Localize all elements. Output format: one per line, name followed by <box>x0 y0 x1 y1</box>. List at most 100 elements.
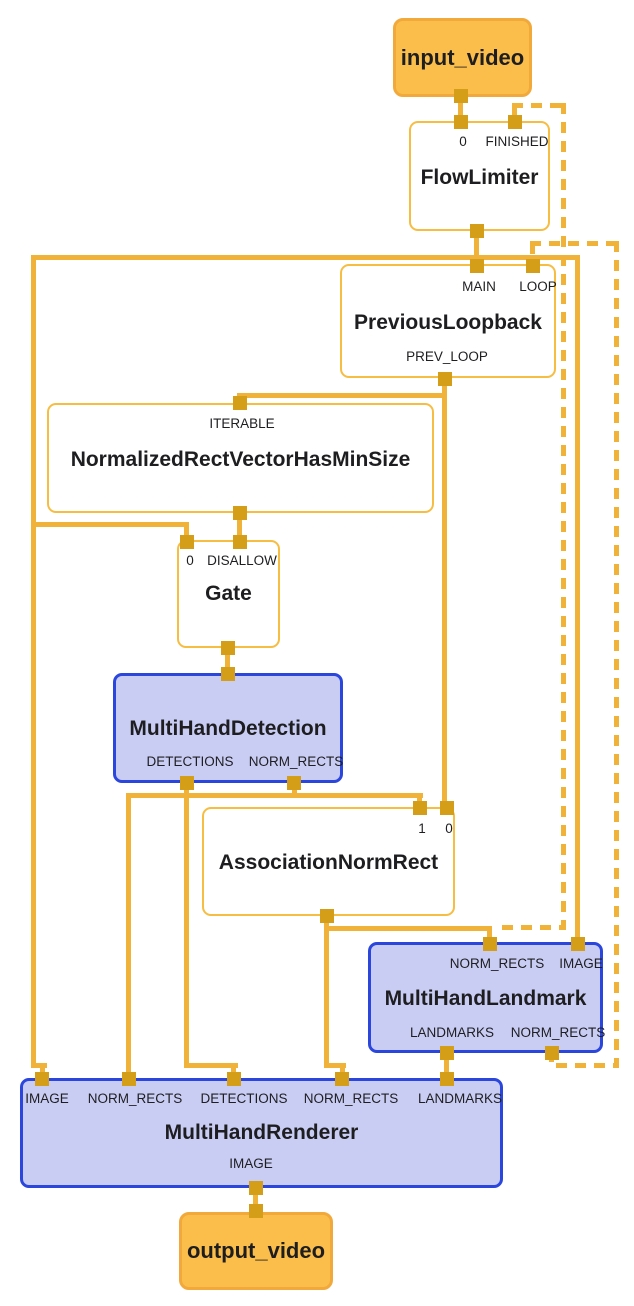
flow-limiter-title: FlowLimiter <box>420 166 539 189</box>
node-multi-hand-landmark[interactable]: NORM_RECTS IMAGE MultiHandLandmark LANDM… <box>368 942 606 1053</box>
port-minsize-out <box>233 506 247 520</box>
port-renderer-detections-in <box>227 1072 241 1086</box>
port-label-loopback-prevloop: PREV_LOOP <box>406 349 488 364</box>
edge-image-to-renderer-elbow-h <box>31 1063 47 1068</box>
node-association-norm-rect[interactable]: 1 0 AssociationNormRect <box>202 807 455 916</box>
port-flowlimiter-in0 <box>454 115 468 129</box>
edge-detections-elbow-h <box>184 1063 238 1068</box>
multi-hand-landmark-title: MultiHandLandmark <box>384 987 587 1010</box>
association-norm-rect-title: AssociationNormRect <box>218 851 439 874</box>
port-renderer-normrects2-in <box>335 1072 349 1086</box>
port-label-gate-disallow: DISALLOW <box>207 553 277 568</box>
port-landmark-landmarks-out <box>440 1046 454 1060</box>
backedge-finished-top-h <box>512 103 566 108</box>
port-loopback-main <box>470 259 484 273</box>
backedge-loop-v <box>614 241 619 1068</box>
port-label-renderer-normrects1: NORM_RECTS <box>87 1091 183 1106</box>
backedge-finished-bottom-h <box>502 925 566 930</box>
port-loopback-prevloop <box>438 372 452 386</box>
port-minsize-iterable <box>233 396 247 410</box>
multi-hand-renderer-title: MultiHandRenderer <box>164 1121 359 1144</box>
port-detection-normrects <box>287 776 301 790</box>
port-assoc-in0 <box>440 801 454 815</box>
port-renderer-normrects1-in <box>122 1072 136 1086</box>
port-renderer-image-out <box>249 1181 263 1195</box>
port-label-landmark-image-in: IMAGE <box>559 956 603 971</box>
port-label-assoc-0: 0 <box>445 821 453 836</box>
port-renderer-image-in <box>35 1072 49 1086</box>
port-label-renderer-landmarks: LANDMARKS <box>417 1091 503 1106</box>
edge-gate-to-detection <box>225 646 230 678</box>
edge-image-to-gate-h <box>31 522 189 527</box>
edge-prevloop-trunk <box>442 376 447 812</box>
port-detection-in <box>221 667 235 681</box>
port-gate-in0 <box>180 535 194 549</box>
edge-handrects-trunk <box>324 914 329 1068</box>
edge-palmrects-h <box>126 793 423 798</box>
edge-handrects-to-landmark-v <box>487 926 492 947</box>
port-label-detections-out: DETECTIONS <box>146 754 234 769</box>
edge-throttled-image-bus <box>31 255 580 260</box>
edge-renderer-to-outputvideo <box>253 1186 258 1214</box>
port-label-renderer-normrects2: NORM_RECTS <box>303 1091 399 1106</box>
edge-prevloop-to-iterable-h <box>237 393 447 398</box>
edge-palmrects-to-renderer <box>126 793 131 1081</box>
backedge-finished-v <box>561 103 566 930</box>
port-label-landmark-normrects-in: NORM_RECTS <box>449 956 545 971</box>
port-inputvideo-out <box>454 89 468 103</box>
edge-minsize-to-disallow <box>237 511 242 545</box>
port-landmark-normrects-in <box>483 937 497 951</box>
port-flowlimiter-out <box>470 224 484 238</box>
port-label-flowlimiter-0: 0 <box>459 134 467 149</box>
port-gate-disallow <box>233 535 247 549</box>
port-loopback-loop <box>526 259 540 273</box>
port-landmark-image-in <box>571 937 585 951</box>
port-flowlimiter-finished <box>508 115 522 129</box>
port-label-renderer-image-in: IMAGE <box>25 1091 69 1106</box>
edge-handrects-to-landmark-h <box>324 926 492 931</box>
port-label-gate-0: 0 <box>186 553 194 568</box>
node-previous-loopback[interactable]: MAIN LOOP PreviousLoopback PREV_LOOP <box>340 264 557 378</box>
node-output-video[interactable]: output_video <box>179 1212 333 1290</box>
backedge-loop-bottom-h <box>556 1063 619 1068</box>
port-assoc-in1 <box>413 801 427 815</box>
port-label-flowlimiter-finished: FINISHED <box>485 134 549 149</box>
normalized-rect-title: NormalizedRectVectorHasMinSize <box>70 448 411 471</box>
output-video-label: output_video <box>186 1238 326 1263</box>
port-renderer-landmarks-in <box>440 1072 454 1086</box>
node-flow-limiter[interactable]: 0 FINISHED FlowLimiter <box>409 121 550 231</box>
port-label-iterable: ITERABLE <box>209 416 275 431</box>
edge-landmarks-to-renderer <box>444 1051 449 1081</box>
edge-inputvideo-to-flowlimiter <box>458 95 463 125</box>
port-label-palm-normrects-out: NORM_RECTS <box>248 754 344 769</box>
edge-flowlimiter-out-to-main <box>474 228 479 268</box>
backedge-loop-top-h <box>530 241 620 246</box>
port-label-landmark-normrects-out: NORM_RECTS <box>510 1025 606 1040</box>
edge-handrects-elbow-h <box>324 1063 346 1068</box>
previous-loopback-title: PreviousLoopback <box>354 311 542 334</box>
port-outputvideo-in <box>249 1204 263 1218</box>
node-multi-hand-detection[interactable]: MultiHandDetection DETECTIONS NORM_RECTS <box>113 673 343 783</box>
input-video-label: input_video <box>400 44 525 70</box>
port-label-assoc-1: 1 <box>418 821 426 836</box>
node-normalized-rect-vector-has-min-size[interactable]: ITERABLE NormalizedRectVectorHasMinSize <box>47 403 434 513</box>
port-label-landmarks-out: LANDMARKS <box>409 1025 495 1040</box>
multi-hand-detection-title: MultiHandDetection <box>129 717 327 740</box>
port-label-renderer-image-out: IMAGE <box>229 1156 273 1171</box>
node-gate[interactable]: 0 DISALLOW Gate <box>177 540 280 648</box>
port-landmark-normrects-out <box>545 1046 559 1060</box>
port-label-renderer-detections: DETECTIONS <box>200 1091 288 1106</box>
port-assoc-out <box>320 909 334 923</box>
edge-image-to-landmark <box>575 255 580 947</box>
port-label-loopback-loop: LOOP <box>519 279 557 294</box>
edge-image-to-gate-v <box>184 522 189 546</box>
port-label-loopback-main: MAIN <box>462 279 496 294</box>
edge-image-left-trunk <box>31 255 36 1068</box>
backedge-loop-stub <box>530 243 535 267</box>
node-multi-hand-renderer[interactable]: IMAGE NORM_RECTS DETECTIONS NORM_RECTS L… <box>20 1078 503 1188</box>
gate-title: Gate <box>205 582 252 605</box>
port-gate-out <box>221 641 235 655</box>
node-input-video[interactable]: input_video <box>393 18 532 97</box>
edge-detections-trunk <box>184 781 189 1068</box>
